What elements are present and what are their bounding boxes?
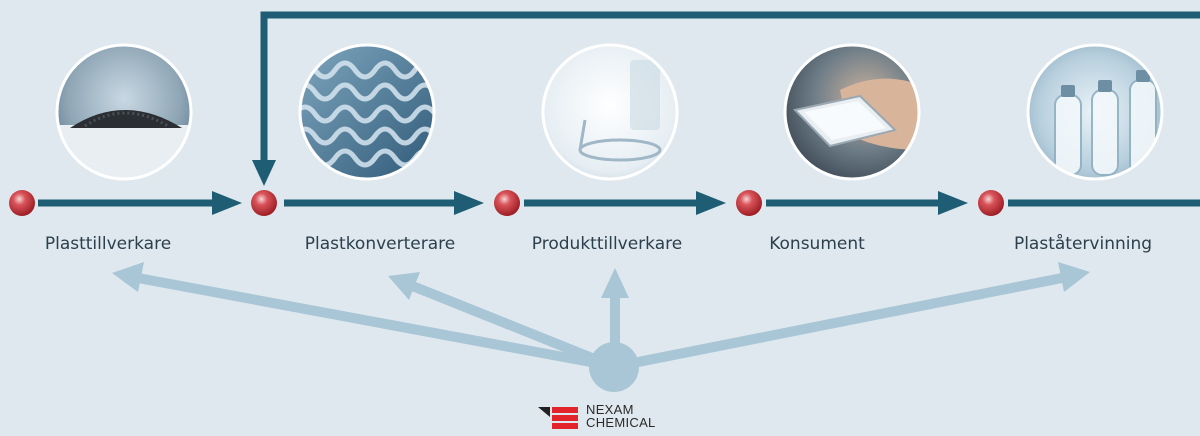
influence-arrows xyxy=(112,262,1090,392)
flow-arrow-2-head xyxy=(454,191,484,215)
influence-arrow-plasttillverkare xyxy=(137,273,613,371)
label-plastkonverterare: Plastkonverterare xyxy=(304,234,456,254)
node-konsument xyxy=(736,190,762,216)
node-plastkonverterare xyxy=(251,190,277,216)
influence-arrowhead-plastkonverterare xyxy=(388,272,420,300)
flow-arrow-3-head xyxy=(696,191,726,215)
feedback-loop xyxy=(260,11,1200,168)
influence-arrow-plastkonverterare xyxy=(408,280,614,371)
influence-arrowhead-plasttillverkare xyxy=(112,262,144,292)
label-plasttillverkare: Plasttillverkare xyxy=(44,234,172,254)
photo-laboratory-glassware xyxy=(543,45,677,179)
photo-smartphone-hand xyxy=(785,45,919,179)
flow-arrow-4-head xyxy=(938,191,968,215)
node-plastatervinning xyxy=(978,190,1004,216)
photo-corrugated-plastic xyxy=(300,45,434,179)
node-plasttillverkare xyxy=(9,190,35,216)
logo-line-1: NEXAM xyxy=(586,402,634,417)
influence-arrowhead-produkttillverkare xyxy=(601,268,629,298)
label-plastatervinning: Plaståtervinning xyxy=(1013,234,1153,254)
stage-nodes xyxy=(9,190,1004,216)
node-produkttillverkare xyxy=(494,190,520,216)
flow-arrows xyxy=(38,191,1200,215)
flow-arrow-1-head xyxy=(212,191,242,215)
hub-circle xyxy=(589,342,639,392)
nexam-chemical-logo: NEXAM CHEMICAL xyxy=(538,403,698,433)
feedback-loop-line xyxy=(260,11,1200,168)
logo-line-2: CHEMICAL xyxy=(586,415,656,430)
photo-rims xyxy=(55,43,1164,181)
influence-arrowhead-plastatervinning xyxy=(1058,262,1090,292)
influence-arrow-plastatervinning xyxy=(617,273,1063,371)
feedback-loop-arrowhead xyxy=(252,160,276,186)
label-produkttillverkare: Produkttillverkare xyxy=(531,234,683,254)
label-konsument: Konsument xyxy=(769,234,865,254)
logo-wordmark: NEXAM CHEMICAL xyxy=(586,403,656,429)
nexam-logo-icon xyxy=(538,407,578,429)
